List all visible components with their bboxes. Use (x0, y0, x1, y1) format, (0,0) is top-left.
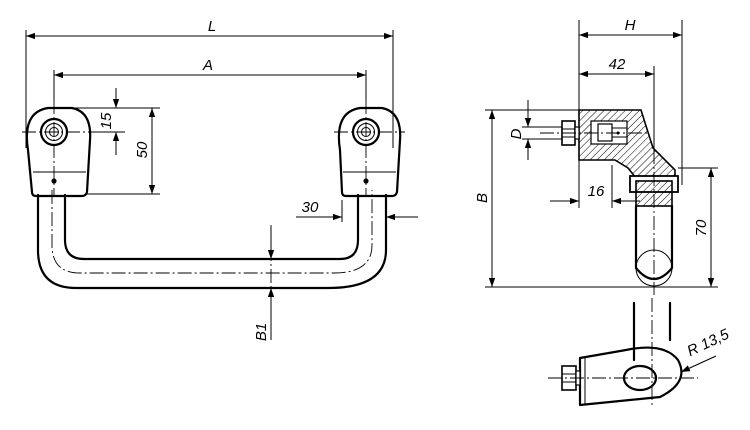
bottom-detail-view: R 13,5 (548, 298, 732, 408)
dim-15-label: 15 (98, 112, 115, 129)
dim-R-label: R 13,5 (684, 326, 732, 360)
dim-R-leader (680, 355, 717, 373)
handle-outer-contour (36, 193, 388, 290)
right-mount-body (337, 106, 402, 198)
dim-B1-label: B1 (253, 323, 270, 341)
right-mount-pin (363, 178, 369, 184)
dim-A-label: A (202, 57, 213, 74)
dim-16-label: 16 (588, 183, 605, 200)
left-mount-pin (51, 178, 57, 184)
handle-centerline (51, 190, 373, 274)
left-mount-body (25, 106, 92, 198)
dim-70-label: 70 (693, 219, 710, 236)
side-section-view: H 42 D B 16 70 (474, 17, 718, 295)
dim-30-label: 30 (302, 199, 319, 216)
dim-42-label: 42 (609, 56, 626, 73)
dim-H-label: H (625, 17, 636, 34)
dim-50-label: 50 (134, 141, 151, 158)
handle-inner-contour (63, 193, 360, 261)
cavity-nut (597, 123, 613, 142)
detail-lever-body (578, 346, 683, 407)
front-view: L A 15 50 30 B1 (22, 18, 418, 341)
dim-B-label: B (474, 193, 491, 203)
dim-L-label: L (208, 18, 216, 35)
dim-D-label: D (508, 128, 525, 139)
